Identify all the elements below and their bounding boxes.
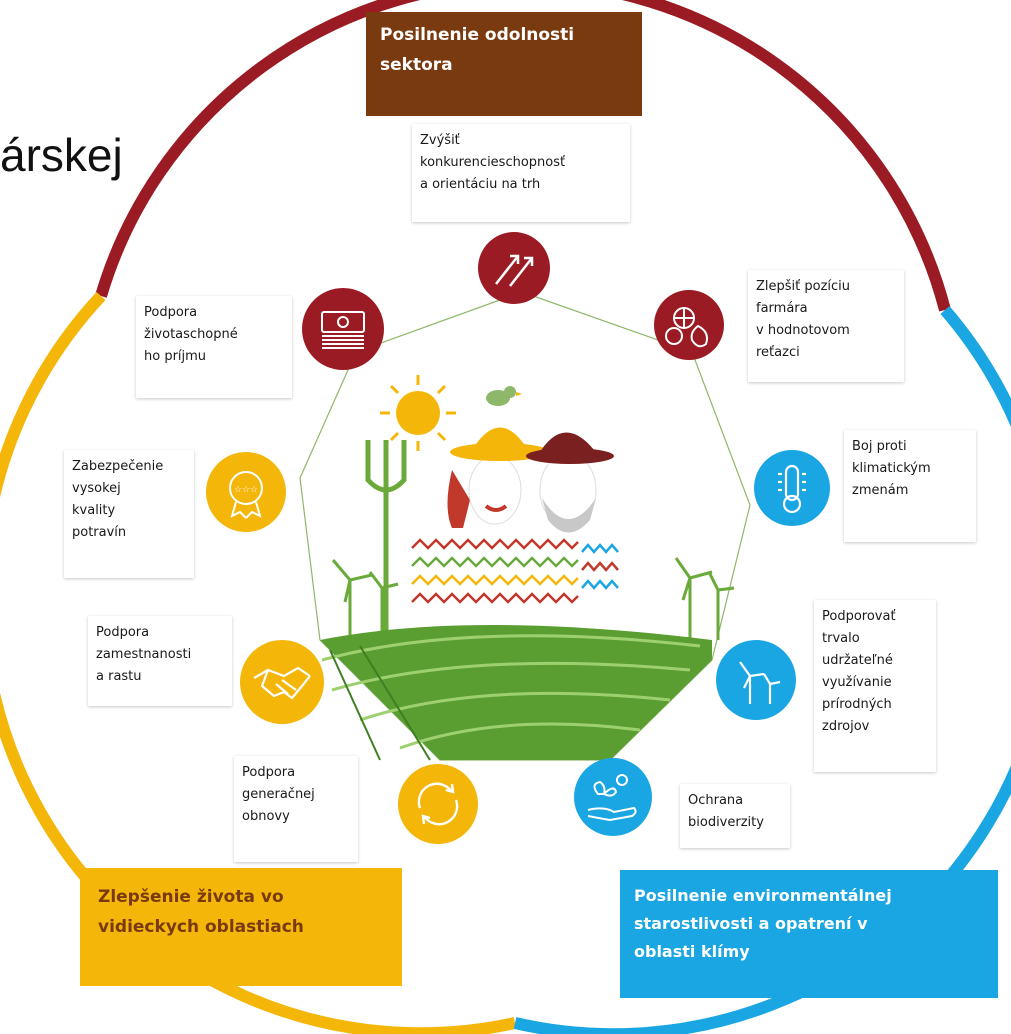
wind-turbines-right bbox=[674, 557, 735, 640]
label-competitiveness: Zvýšiť konkurencieschopnosť a orientáciu… bbox=[412, 124, 630, 222]
header-resilience: Posilnenie odolnosti sektora bbox=[366, 12, 642, 116]
sun-illustration bbox=[380, 375, 456, 451]
label-resources: Podporovať trvalo udržateľné využívanie … bbox=[814, 600, 936, 772]
label-food-quality: Zabezpečenie vysokej kvality potravín bbox=[64, 450, 194, 578]
bird-illustration bbox=[486, 386, 522, 406]
wind-turbines-left bbox=[331, 559, 399, 640]
header-environment: Posilnenie environmentálnej starostlivos… bbox=[620, 870, 998, 998]
fruit-icon bbox=[654, 290, 724, 360]
quality-badge-icon: ☆☆☆ bbox=[206, 452, 286, 532]
label-climate: Boj proti klimatickým zmenám bbox=[844, 430, 976, 542]
background-text-fragment: árskej bbox=[0, 129, 123, 181]
ring-arc-environment bbox=[513, 306, 1011, 1034]
ring-arc-resilience bbox=[95, 0, 951, 312]
field-illustration bbox=[320, 625, 712, 761]
handshake-icon bbox=[240, 640, 324, 724]
farmer-man-illustration bbox=[526, 432, 620, 636]
renewal-arrows-icon bbox=[398, 764, 478, 844]
label-employment: Podpora zamestnanosti a rastu bbox=[88, 616, 232, 706]
wind-turbine-icon bbox=[716, 640, 796, 720]
farmer-woman-illustration bbox=[410, 427, 580, 638]
butterfly-hand-icon bbox=[574, 758, 652, 836]
label-biodiversity: Ochrana biodiverzity bbox=[680, 784, 790, 848]
thermometer-icon bbox=[754, 450, 830, 526]
pitchfork-illustration bbox=[365, 440, 407, 640]
header-rural-life: Zlepšenie života vo vidieckych oblastiac… bbox=[80, 868, 402, 986]
trend-arrows-icon bbox=[478, 232, 550, 304]
svg-text:☆☆☆: ☆☆☆ bbox=[234, 485, 258, 495]
label-farmer-position: Zlepšiť pozíciu farmára v hodnotovom reť… bbox=[748, 270, 904, 382]
ring-arc-rural bbox=[0, 291, 517, 1034]
money-stack-icon bbox=[302, 288, 384, 370]
label-income: Podpora životaschopné ho príjmu bbox=[136, 296, 292, 398]
label-generational: Podpora generačnej obnovy bbox=[234, 756, 358, 862]
